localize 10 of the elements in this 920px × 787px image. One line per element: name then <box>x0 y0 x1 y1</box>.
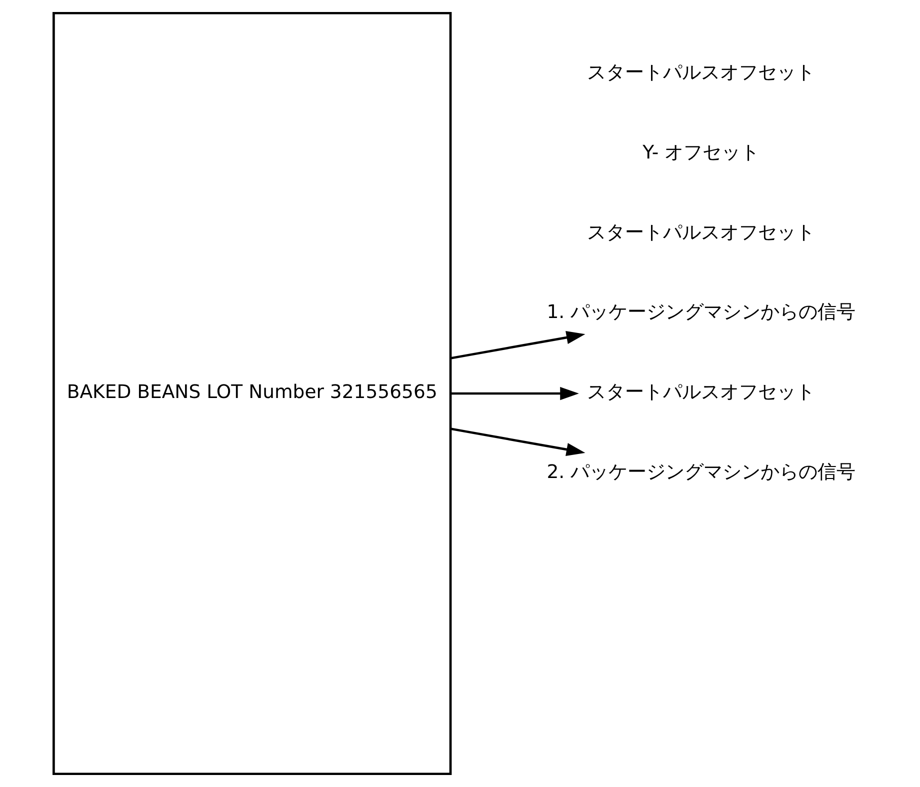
label: スタートパルスオフセット <box>586 62 815 84</box>
node-text: 2. パッケージングマシンからの信号 <box>546 462 856 483</box>
node-text: スタートパルスオフセット <box>586 382 815 403</box>
node-box: BAKED BEANS LOT Number 321556565 <box>52 12 452 776</box>
arrow <box>450 386 578 400</box>
node-text: 1. パッケージングマシンからの信号 <box>546 302 856 324</box>
label: スタートパルスオフセット <box>586 222 815 244</box>
arrow <box>450 331 585 360</box>
arrow <box>450 428 585 456</box>
label: Y- オフセット <box>642 142 760 164</box>
